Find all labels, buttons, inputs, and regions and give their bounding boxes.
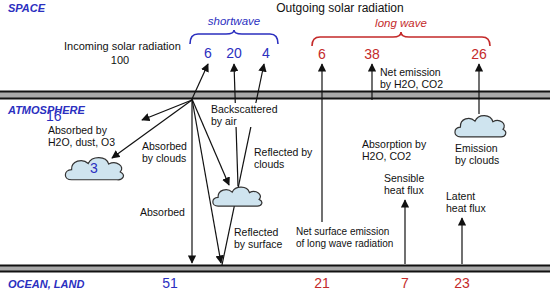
flux-value: 16	[46, 108, 62, 124]
flux-name: Reflected by surface	[234, 226, 288, 250]
flux-name: Incoming solar radiation	[64, 40, 181, 53]
flux-name: Absorbed	[140, 206, 185, 218]
flux-value: 100	[111, 54, 129, 67]
flux-name: Net surface emission of long wave radiat…	[296, 226, 396, 249]
flux-value: 7	[401, 275, 409, 291]
flux-name: Latent heat flux	[446, 190, 498, 214]
region-name: OCEAN, LAND	[8, 278, 84, 291]
flux-value: 26	[471, 46, 487, 62]
flux-name: Absorbed by clouds	[142, 140, 189, 164]
flux-name: Absorption by H2O, CO2	[362, 138, 428, 162]
flux-value: 51	[162, 275, 178, 291]
flux-name: Emission by clouds	[455, 142, 511, 166]
flux-name: Reflected by clouds	[254, 146, 316, 170]
flux-name: Backscattered by air	[210, 103, 286, 127]
flux-value: 3	[62, 161, 126, 176]
longwave-bracket	[312, 32, 490, 46]
surface-boundary	[0, 265, 550, 272]
flux-value: 38	[364, 46, 380, 62]
flux-value: 6	[204, 45, 212, 61]
cloud-node: 3	[62, 154, 126, 182]
flux-value: 4	[262, 45, 270, 61]
flux-value: 21	[314, 275, 330, 291]
group-name: shortwave	[208, 15, 260, 28]
flux-value: 6	[318, 46, 326, 62]
flux-name: Absorbed by H2O, dust, O3	[48, 124, 130, 148]
flux-value: 23	[454, 275, 470, 291]
flux-name: Net emission by H2O, CO2	[380, 66, 454, 90]
flux-name: Sensible heat flux	[384, 172, 436, 196]
atmosphere-boundary	[0, 91, 550, 99]
cloud-illustration	[213, 187, 262, 206]
flux-value: 20	[226, 45, 242, 61]
region-name: SPACE	[8, 2, 45, 15]
shortwave-bracket	[190, 30, 278, 44]
heading: Outgoing solar radiation	[276, 2, 403, 16]
cloud-illustration	[455, 116, 506, 137]
group-name: long wave	[375, 17, 427, 30]
